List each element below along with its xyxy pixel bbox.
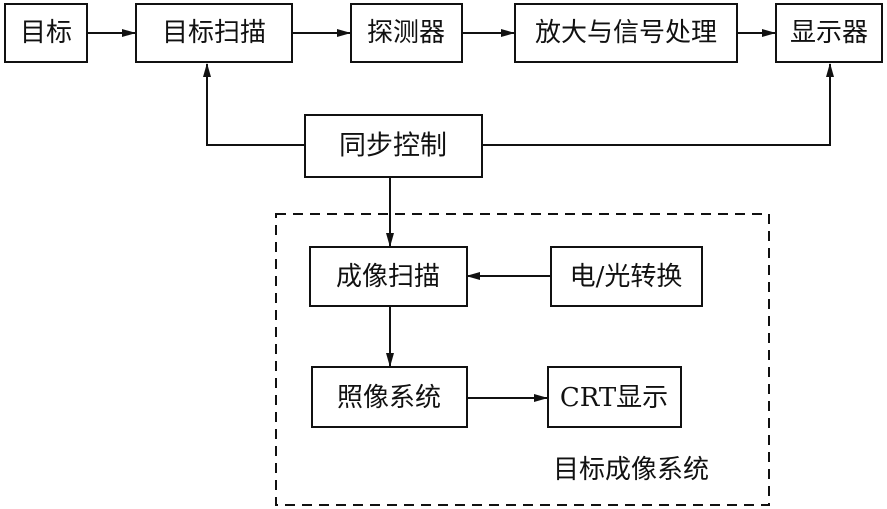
node-target: 目标 — [4, 3, 88, 63]
connectors — [87, 29, 834, 402]
node-detector: 探测器 — [350, 3, 463, 63]
arrow-sync-to-display — [482, 63, 834, 146]
node-display-label: 显示器 — [790, 18, 868, 48]
node-sync-label: 同步控制 — [339, 131, 447, 162]
node-eo-convert: 电/光转换 — [550, 246, 703, 307]
node-detector-label: 探测器 — [367, 18, 445, 48]
arrow-sync-to-scan — [203, 63, 305, 146]
node-crt-label: CRT显示 — [560, 383, 668, 413]
node-target-label: 目标 — [20, 18, 72, 48]
node-imaging-system: 照像系统 — [311, 366, 468, 428]
node-display: 显示器 — [775, 3, 883, 63]
imaging-system-group — [275, 213, 770, 506]
node-target-scan-label: 目标扫描 — [162, 18, 266, 48]
node-imaging-scan-label: 成像扫描 — [336, 262, 440, 292]
group-label: 目标成像系统 — [553, 455, 709, 485]
node-amplify: 放大与信号处理 — [514, 3, 738, 63]
node-crt: CRT显示 — [547, 366, 682, 428]
node-imaging-system-label: 照像系统 — [337, 383, 441, 413]
node-imaging-scan: 成像扫描 — [309, 246, 468, 307]
node-amplify-label: 放大与信号处理 — [535, 18, 717, 48]
node-sync: 同步控制 — [304, 114, 483, 178]
node-target-scan: 目标扫描 — [135, 3, 293, 63]
node-eo-convert-label: 电/光转换 — [570, 262, 683, 292]
